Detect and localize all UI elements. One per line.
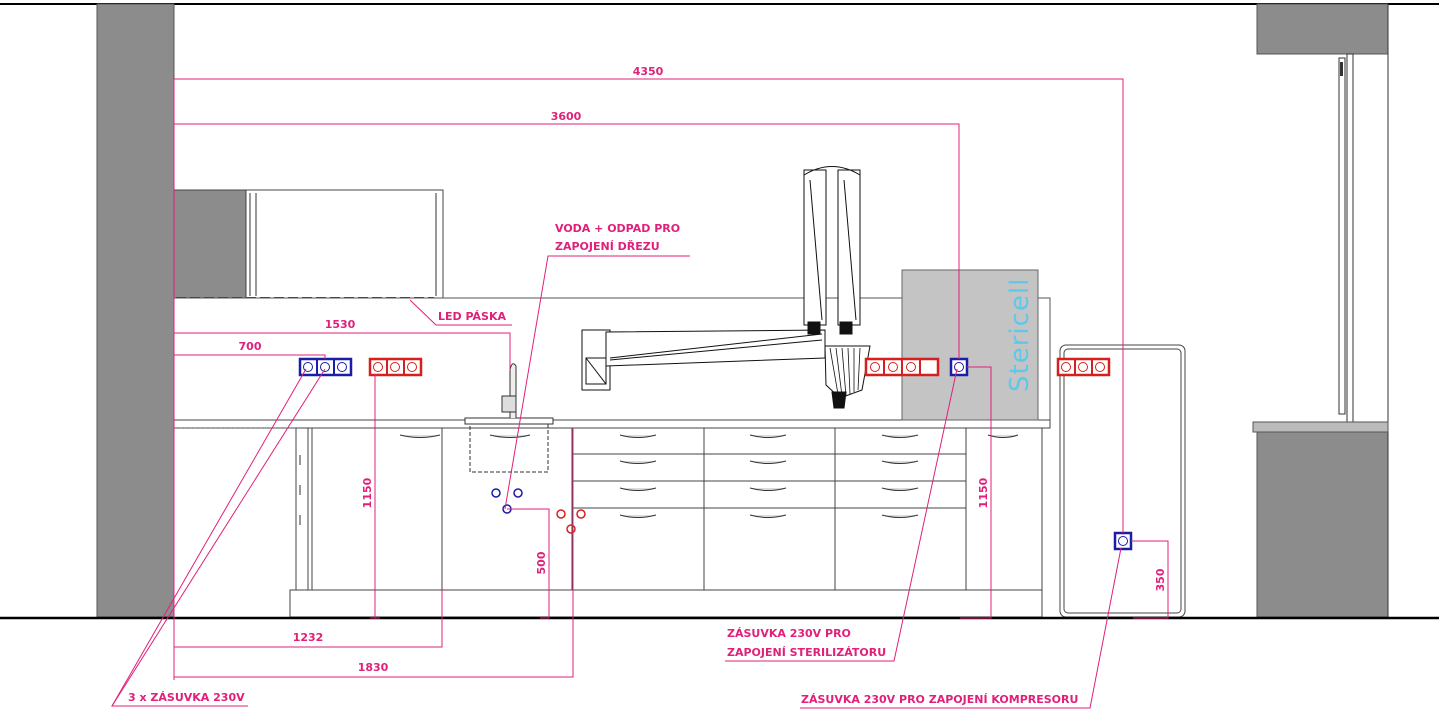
socket-compressor-blue	[1113, 531, 1133, 551]
dim-700: 700	[239, 340, 262, 353]
dim-1232: 1232	[293, 631, 324, 644]
sterilizer: Stericell	[901, 269, 1039, 421]
dim-3600: 3600	[551, 110, 582, 123]
sockets-3x-red-left	[368, 357, 423, 377]
dimension-lines	[173, 78, 1169, 680]
socket-sterilizer-blue	[949, 357, 969, 377]
dental-arm	[581, 166, 871, 409]
sockets-3x-blue	[298, 357, 353, 377]
label-sterilizer-line2: ZAPOJENÍ STERILIZÁTORU	[727, 646, 886, 659]
dim-4350: 4350	[633, 65, 664, 78]
label-water-line2: ZAPOJENÍ DŘEZU	[555, 240, 660, 253]
label-led: LED PÁSKA	[438, 310, 506, 323]
sterilizer-brand: Stericell	[1005, 278, 1035, 392]
sockets-3x-red-right	[1056, 357, 1111, 377]
dim-1150-right: 1150	[977, 477, 990, 508]
label-3x-sockets: 3 x ZÁSUVKA 230V	[128, 691, 245, 704]
sockets-red-middle	[864, 357, 940, 377]
dim-1830: 1830	[358, 661, 389, 674]
upper-cabinet	[173, 189, 444, 299]
label-compressor: ZÁSUVKA 230V PRO ZAPOJENÍ KOMPRESORU	[801, 693, 1078, 706]
dim-1150-left: 1150	[361, 477, 374, 508]
lower-cabinets	[174, 427, 1043, 618]
label-water-line1: VODA + ODPAD PRO	[555, 222, 680, 235]
countertop	[173, 419, 1051, 429]
dim-350: 350	[1154, 568, 1167, 591]
dim-500: 500	[535, 551, 548, 574]
annotation-leaders	[111, 255, 1122, 709]
label-sterilizer-line1: ZÁSUVKA 230V PRO	[727, 627, 851, 640]
dim-1530: 1530	[325, 318, 356, 331]
window-frame	[1252, 53, 1389, 433]
right-wall-bottom	[1256, 431, 1389, 618]
left-wall-pillar	[96, 3, 175, 618]
right-wall-top	[1256, 3, 1389, 55]
sink	[464, 363, 554, 473]
